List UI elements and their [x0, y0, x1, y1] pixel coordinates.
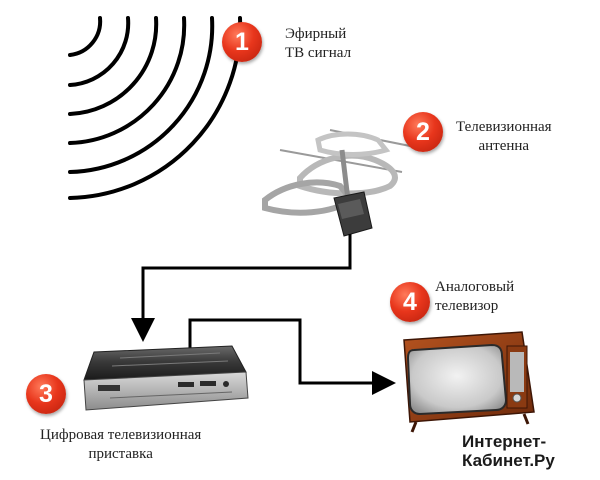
label-analog-tv-line2: телевизор	[435, 298, 499, 314]
step-badge-4: 4	[390, 282, 430, 322]
signal-wave-3	[68, 16, 159, 116]
label-tv-antenna-line2: антенна	[478, 138, 530, 154]
signal-wave-2	[68, 16, 131, 87]
label-digital-receiver: Цифровая телевизионная приставка	[40, 426, 201, 464]
label-digital-receiver-line2: приставка	[88, 446, 153, 462]
label-broadcast-signal-line1: Эфирный	[285, 26, 347, 42]
cable-antenna-to-receiver	[131, 234, 352, 342]
label-digital-receiver-line1: Цифровая телевизионная	[40, 427, 202, 443]
broadcast-signal-waves	[68, 16, 243, 200]
watermark-line2: Кабинет.Ру	[462, 451, 555, 470]
label-analog-tv-line1: Аналоговый	[435, 279, 515, 295]
label-broadcast-signal-line2: ТВ сигнал	[285, 45, 352, 61]
step-badge-1: 1	[222, 22, 262, 62]
signal-wave-1	[68, 16, 103, 57]
analog-tv-illustration	[403, 331, 535, 433]
step-badge-3: 3	[26, 374, 66, 414]
signal-cables	[131, 234, 396, 395]
label-tv-antenna: Телевизионная антенна	[456, 118, 552, 156]
signal-wave-4	[68, 16, 187, 145]
tv-antenna-illustration	[262, 129, 431, 237]
label-analog-tv: Аналоговый телевизор	[435, 278, 514, 316]
step-badge-2: 2	[403, 112, 443, 152]
label-tv-antenna-line1: Телевизионная	[456, 119, 552, 135]
watermark-line1: Интернет-	[462, 432, 547, 451]
digital-set-top-box-illustration	[83, 345, 249, 411]
site-watermark: Интернет- Кабинет.Ру	[462, 432, 555, 470]
cable-receiver-to-tv	[188, 318, 396, 395]
signal-wave-5	[68, 16, 215, 174]
label-broadcast-signal: Эфирный ТВ сигнал	[285, 25, 351, 63]
